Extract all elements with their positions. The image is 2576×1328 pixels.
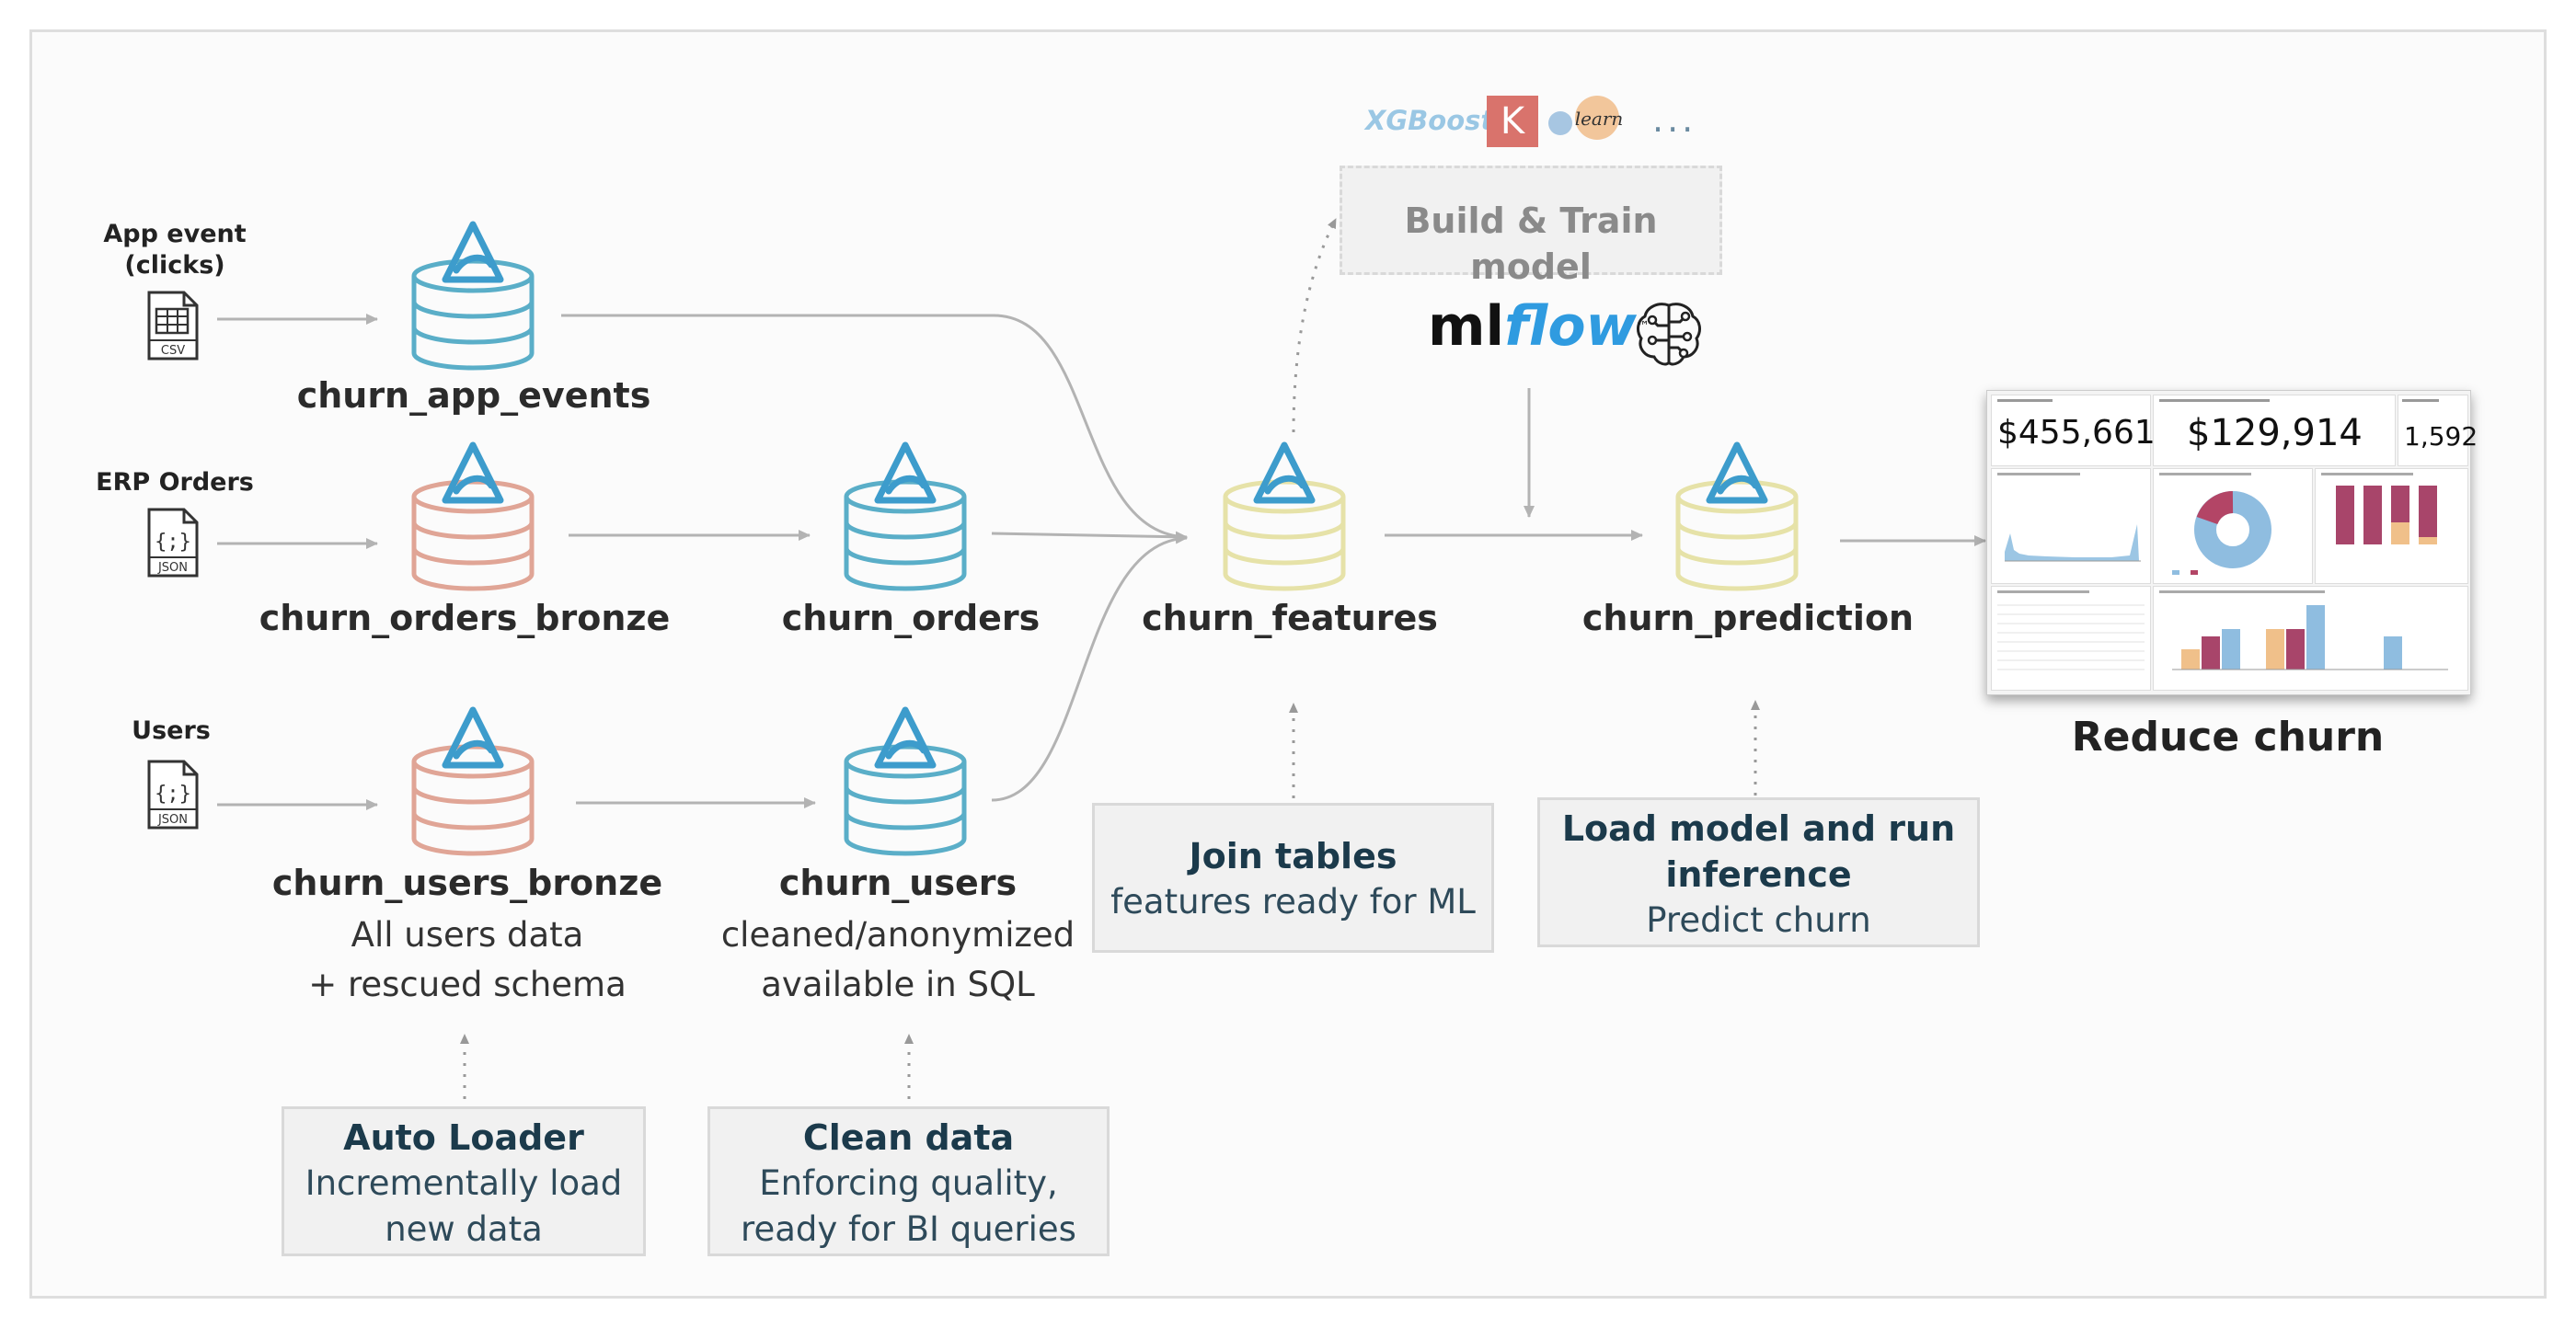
churn-dashboard: $455,661 $129,914 1,592 bbox=[1986, 390, 2478, 695]
kpi-value-1: $455,661 bbox=[1997, 414, 2156, 452]
donut-chart bbox=[2159, 473, 2271, 575]
arrow-app-events-to-features bbox=[561, 314, 1188, 543]
reduce-churn-label: Reduce churn bbox=[2071, 714, 2385, 761]
csv-file-type: CSV bbox=[161, 344, 185, 358]
table-name-orders: churn_orders bbox=[781, 598, 1041, 638]
dotted-features-to-train bbox=[1292, 218, 1338, 433]
stacked-bar-tile bbox=[2315, 468, 2468, 584]
csv-file-icon: CSV bbox=[147, 291, 199, 361]
table-name-orders-bronze: churn_orders_bronze bbox=[259, 598, 671, 638]
features-db-icon bbox=[1223, 441, 1346, 591]
users-bronze-desc-line2: + rescued schema bbox=[308, 965, 627, 1004]
orders-bronze-db-icon bbox=[411, 441, 535, 591]
sklearn-logo-text: learn bbox=[1575, 108, 1624, 130]
donut-chart-tile bbox=[2153, 468, 2313, 584]
users-desc-line1: cleaned/anonymized bbox=[720, 915, 1075, 955]
app-events-db-icon bbox=[411, 221, 535, 371]
sklearn-logo: learn bbox=[1548, 96, 1624, 140]
users-desc-line2: available in SQL bbox=[761, 965, 1035, 1004]
area-chart bbox=[1997, 473, 2141, 562]
source-label-erp-orders: ERP Orders bbox=[96, 468, 254, 497]
load-model-title-line1: Load model and run bbox=[1561, 808, 1956, 849]
mlflow-logo: mlflow™ bbox=[1428, 294, 1650, 359]
kpi-value-2: $129,914 bbox=[2187, 412, 2363, 454]
table-name-prediction: churn_prediction bbox=[1581, 598, 1915, 638]
prediction-db-icon bbox=[1675, 441, 1799, 591]
load-model-title-line2: inference bbox=[1665, 854, 1852, 895]
keras-logo: K bbox=[1487, 96, 1538, 147]
auto-loader-box: Auto Loader Incrementally load new data bbox=[282, 1106, 646, 1256]
json-file-icon: {;} JSON bbox=[147, 508, 199, 578]
mlflow-logo-ml: ml bbox=[1428, 294, 1505, 359]
json-file-type: JSON bbox=[157, 813, 188, 827]
clean-data-desc-line2: ready for BI queries bbox=[741, 1209, 1076, 1249]
json-file-type: JSON bbox=[157, 561, 188, 575]
load-model-box: Load model and run inference Predict chu… bbox=[1537, 797, 1980, 947]
join-tables-desc-line1: features ready for ML bbox=[1110, 882, 1476, 922]
table-name-features: churn_features bbox=[1142, 598, 1438, 638]
users-db-icon bbox=[844, 706, 967, 856]
auto-loader-title: Auto Loader bbox=[343, 1117, 584, 1158]
stacked-bar-chart bbox=[2321, 473, 2437, 544]
join-tables-box: Join tables features ready for ML bbox=[1092, 803, 1494, 953]
grouped-bar-tile bbox=[2153, 586, 2468, 691]
grouped-bar-chart bbox=[2159, 590, 2448, 670]
source-label-users: Users bbox=[132, 716, 211, 745]
xgboost-logo: XGBoost bbox=[1365, 105, 1494, 136]
train-model-box: Build & Train model bbox=[1340, 166, 1722, 287]
orders-db-icon bbox=[844, 441, 967, 591]
clean-data-desc-line1: Enforcing quality, bbox=[759, 1163, 1058, 1203]
kpi-value-3: 1,592 bbox=[2404, 421, 2478, 452]
clean-data-title: Clean data bbox=[802, 1117, 1015, 1158]
train-model-title: Build & Train model bbox=[1404, 200, 1658, 287]
users-bronze-db-icon bbox=[411, 706, 535, 856]
more-libs-ellipsis: ... bbox=[1652, 99, 1697, 140]
kpi-tile-2: $129,914 bbox=[2153, 395, 2396, 466]
svg-text:{;}: {;} bbox=[155, 783, 191, 806]
source-label-line2: (clicks) bbox=[124, 251, 225, 280]
json-file-icon: {;} JSON bbox=[147, 760, 199, 830]
table-name-users-bronze: churn_users_bronze bbox=[271, 863, 663, 903]
source-label-line1: App event bbox=[103, 220, 247, 248]
table-name-users: churn_users bbox=[778, 863, 1018, 903]
arrow-users-to-features bbox=[991, 532, 1188, 802]
kpi-tile-1: $455,661 bbox=[1991, 395, 2156, 466]
svg-text:{;}: {;} bbox=[155, 531, 191, 554]
area-chart-tile bbox=[1991, 468, 2151, 584]
source-label-app-event: App event (clicks) bbox=[37, 219, 313, 281]
mlflow-logo-flow: flow bbox=[1504, 294, 1637, 359]
arrow-orders-to-features bbox=[991, 531, 1188, 543]
kpi-tile-3: 1,592 bbox=[2398, 395, 2478, 466]
users-bronze-description: All users data + rescued schema bbox=[228, 910, 707, 1010]
auto-loader-desc-line1: Incrementally load bbox=[305, 1163, 623, 1203]
auto-loader-desc-line2: new data bbox=[385, 1209, 543, 1249]
users-description: cleaned/anonymized available in SQL bbox=[659, 910, 1137, 1010]
users-bronze-desc-line1: All users data bbox=[351, 915, 584, 955]
table-tile bbox=[1991, 586, 2151, 691]
clean-data-box: Clean data Enforcing quality, ready for … bbox=[707, 1106, 1110, 1256]
table-name-app-events: churn_app_events bbox=[296, 375, 651, 416]
load-model-desc-line1: Predict churn bbox=[1646, 900, 1871, 940]
mini-table bbox=[1997, 590, 2145, 670]
brain-icon bbox=[1637, 303, 1701, 366]
join-tables-title: Join tables bbox=[1189, 836, 1397, 876]
